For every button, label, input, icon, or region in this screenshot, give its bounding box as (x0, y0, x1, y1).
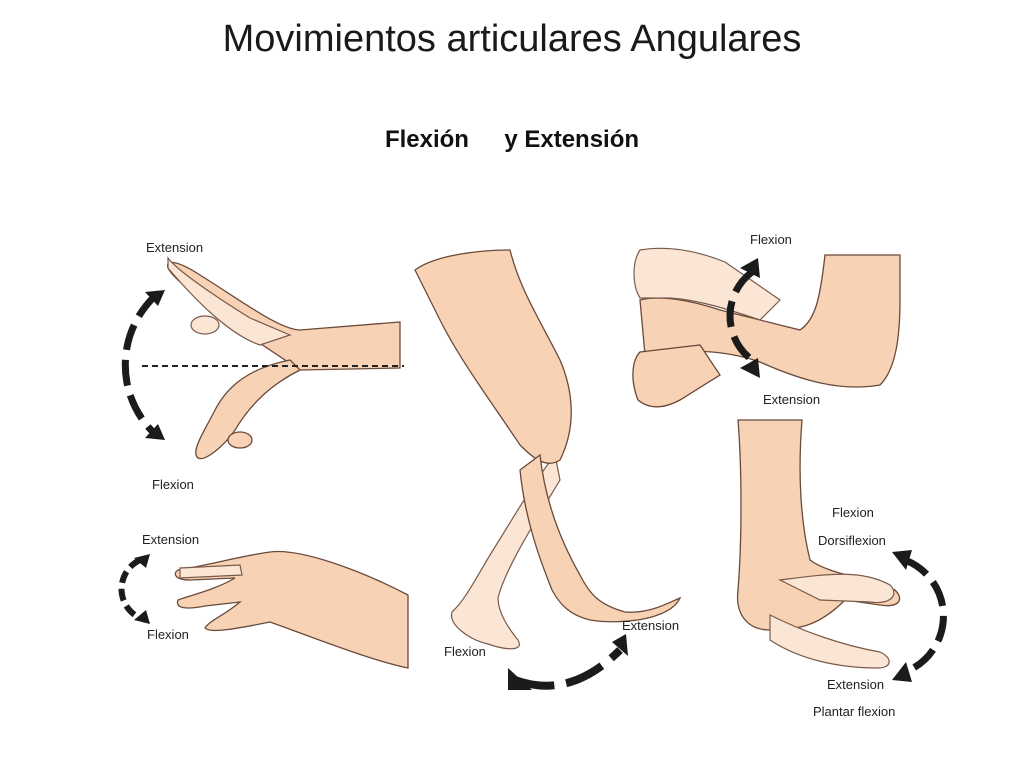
fingers-arrow-head-up (134, 554, 150, 568)
elbow-movement-arrow (726, 269, 755, 363)
label-ankle-plantar-flexion: Plantar flexion (813, 704, 895, 719)
fingers-diagram: Extension Flexion (118, 532, 409, 669)
label-ankle-extension: Extension (827, 677, 884, 692)
thigh (414, 249, 572, 464)
legs-diagram: Flexion Extension (414, 249, 682, 690)
subtitle-y: y (504, 126, 518, 153)
subtitle-flexion: Flexión (384, 126, 469, 153)
wrist-diagram: Extension Flexion (121, 240, 404, 492)
ankle-diagram: Flexion Dorsiflexion Extension Plantar f… (736, 419, 947, 719)
elbow-diagram: Flexion Extension (632, 232, 901, 408)
label-leg-flexion: Flexion (444, 644, 486, 659)
arrow-head-up (145, 290, 165, 306)
hand-extended (167, 256, 292, 346)
fingers-movement-arrow (118, 557, 142, 621)
fingers-extended (179, 564, 243, 579)
label-elbow-extension: Extension (763, 392, 820, 407)
fingers-arrow-head-down (134, 610, 150, 624)
leg-arrow-head-right (612, 634, 628, 656)
label-fingers-extension: Extension (142, 532, 199, 547)
label-elbow-flexion: Flexion (750, 232, 792, 247)
label-ankle-dorsiflexion: Dorsiflexion (818, 533, 886, 548)
slide-subtitle: Flexión y Extensión (0, 126, 1024, 154)
arrow-head-down (145, 424, 165, 440)
fist-extended (632, 344, 721, 408)
elbow-arrow-head-down (740, 358, 760, 378)
ankle-movement-arrow (903, 556, 947, 676)
subtitle-extension: Extensión (524, 126, 640, 153)
leg-movement-arrow (513, 647, 623, 690)
thumb-extended (190, 315, 220, 335)
wrist-movement-arrow (121, 293, 158, 437)
elbow-arrow-head-up (740, 258, 760, 278)
label-wrist-flexion: Flexion (152, 477, 194, 492)
label-leg-extension: Extension (622, 618, 679, 633)
hand-fingers (174, 550, 409, 669)
foot-plantar-flexed (769, 614, 890, 669)
foot-dorsiflexed (777, 573, 895, 604)
label-ankle-flexion: Flexion (832, 505, 874, 520)
ankle-arrow-head-up (892, 550, 912, 570)
slide-title: Movimientos articulares Angulares (222, 18, 802, 60)
label-wrist-extension: Extension (146, 240, 203, 255)
ankle-arrow-head-down (892, 662, 912, 682)
label-fingers-flexion: Flexion (147, 627, 189, 642)
hand-flexed (195, 359, 302, 460)
lower-leg-extended (519, 453, 682, 623)
thumb-flexed (227, 431, 253, 449)
leg-arrow-head-left (508, 668, 532, 690)
